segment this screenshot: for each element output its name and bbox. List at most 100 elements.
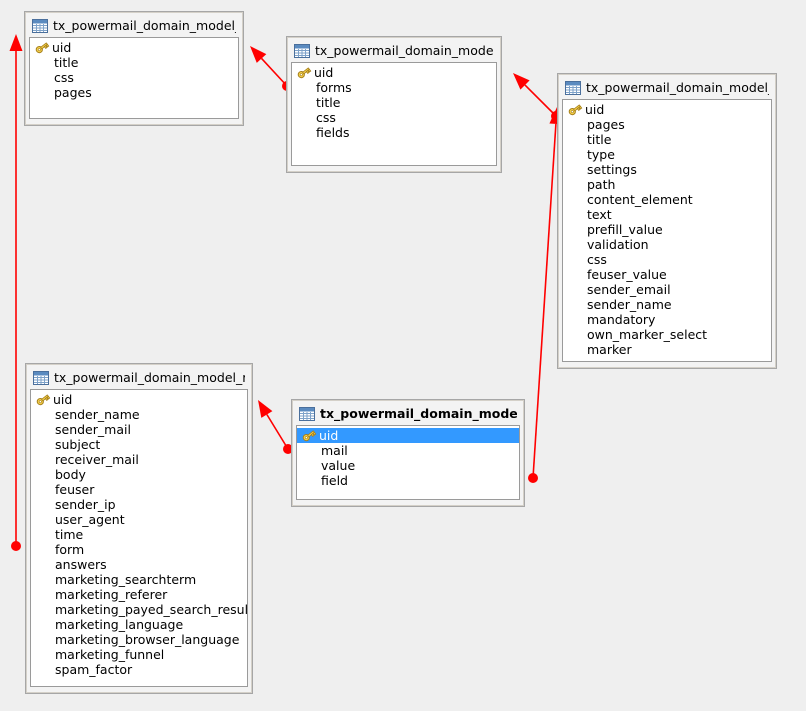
column-name: feuser_value [587,267,667,282]
entity-titlebar[interactable]: tx_powermail_domain_model_forms [29,16,239,37]
column-row[interactable]: sender_name [563,297,771,312]
column-name: mail [321,443,348,458]
column-row[interactable]: receiver_mail [31,452,247,467]
column-name: subject [55,437,101,452]
entity-title: tx_powermail_domain_model_answer [320,406,517,421]
entity-frame: tx_powermail_domain_model_mailsuidsender… [26,364,252,693]
column-row[interactable]: pages [30,85,238,100]
column-row[interactable]: sender_ip [31,497,247,512]
column-row[interactable]: value [297,458,519,473]
column-row[interactable]: css [30,70,238,85]
column-row[interactable]: feuser_value [563,267,771,282]
relation-line [532,123,557,479]
column-row[interactable]: mandatory [563,312,771,327]
entity-frame: tx_powermail_domain_model_answeruidmailv… [292,400,524,506]
column-row[interactable]: time [31,527,247,542]
column-row-primary-key[interactable]: uid [292,65,496,80]
column-row[interactable]: own_marker_select [563,327,771,342]
entity-window-mails[interactable]: tx_powermail_domain_model_mailsuidsender… [25,363,253,694]
column-name: text [587,207,612,222]
column-row[interactable]: field [297,473,519,488]
column-row[interactable]: marketing_searchterm [31,572,247,587]
column-row[interactable]: content_element [563,192,771,207]
column-name: type [587,147,615,162]
column-row[interactable]: title [563,132,771,147]
column-row[interactable]: user_agent [31,512,247,527]
column-row[interactable]: feuser [31,482,247,497]
column-row[interactable]: mail [297,443,519,458]
column-row[interactable]: marketing_language [31,617,247,632]
column-row[interactable]: marketing_referer [31,587,247,602]
column-row[interactable]: path [563,177,771,192]
column-row[interactable]: css [292,110,496,125]
column-name: body [55,467,86,482]
relation-rel-mails-forms[interactable] [9,34,23,551]
table-icon [33,370,49,385]
column-name: marker [587,342,632,357]
column-row[interactable]: title [30,55,238,70]
table-icon [294,43,310,58]
relation-arrowhead [250,46,267,63]
column-name: marketing_language [55,617,184,632]
column-row[interactable]: spam_factor [31,662,247,677]
column-row[interactable]: pages [563,117,771,132]
column-name: uid [319,428,339,443]
column-row-primary-key[interactable]: uid [30,40,238,55]
entity-window-fields[interactable]: tx_powermail_domain_model_fieldsuidpages… [557,73,777,369]
entity-window-answer[interactable]: tx_powermail_domain_model_answeruidmailv… [291,399,525,507]
column-row[interactable]: sender_email [563,282,771,297]
relation-rel-answer-mails[interactable] [258,400,293,454]
column-name: user_agent [55,512,125,527]
column-row-primary-key[interactable]: uid [563,102,771,117]
column-row[interactable]: css [563,252,771,267]
column-row[interactable]: answers [31,557,247,572]
column-row[interactable]: sender_mail [31,422,247,437]
column-name: marketing_referer [55,587,168,602]
relation-arrowhead [258,400,273,418]
column-row[interactable]: forms [292,80,496,95]
key-icon [35,393,51,406]
entity-window-forms[interactable]: tx_powermail_domain_model_formsuidtitlec… [24,11,244,126]
entity-frame: tx_powermail_domain_model_pagesuidformst… [287,37,501,172]
column-row[interactable]: text [563,207,771,222]
column-name: mandatory [587,312,656,327]
relation-arrowhead [9,34,23,51]
column-row[interactable]: title [292,95,496,110]
entity-titlebar[interactable]: tx_powermail_domain_model_answer [296,404,520,425]
column-name: css [54,70,74,85]
column-row[interactable]: marker [563,342,771,357]
column-row[interactable]: settings [563,162,771,177]
entity-titlebar[interactable]: tx_powermail_domain_model_fields [562,78,772,99]
table-icon [299,406,315,421]
relation-endpoint-dot [528,473,538,483]
column-row[interactable]: body [31,467,247,482]
column-row-primary-key[interactable]: uid [297,428,519,443]
column-name: uid [52,40,72,55]
column-row[interactable]: form [31,542,247,557]
column-row[interactable]: marketing_browser_language [31,632,247,647]
column-row[interactable]: subject [31,437,247,452]
column-name: css [587,252,607,267]
column-row[interactable]: prefill_value [563,222,771,237]
column-row[interactable]: fields [292,125,496,140]
column-name: prefill_value [587,222,663,237]
column-name: spam_factor [55,662,133,677]
column-name: sender_name [55,407,140,422]
column-row[interactable]: marketing_payed_search_result [31,602,247,617]
entity-window-pages[interactable]: tx_powermail_domain_model_pagesuidformst… [286,36,502,173]
relation-line [524,84,557,117]
column-row[interactable]: validation [563,237,771,252]
column-row-primary-key[interactable]: uid [31,392,247,407]
column-row[interactable]: sender_name [31,407,247,422]
relation-rel-fields-pages[interactable] [513,73,561,121]
column-name: pages [587,117,625,132]
column-row[interactable]: marketing_funnel [31,647,247,662]
column-row[interactable]: type [563,147,771,162]
entity-titlebar[interactable]: tx_powermail_domain_model_pages [291,41,497,62]
